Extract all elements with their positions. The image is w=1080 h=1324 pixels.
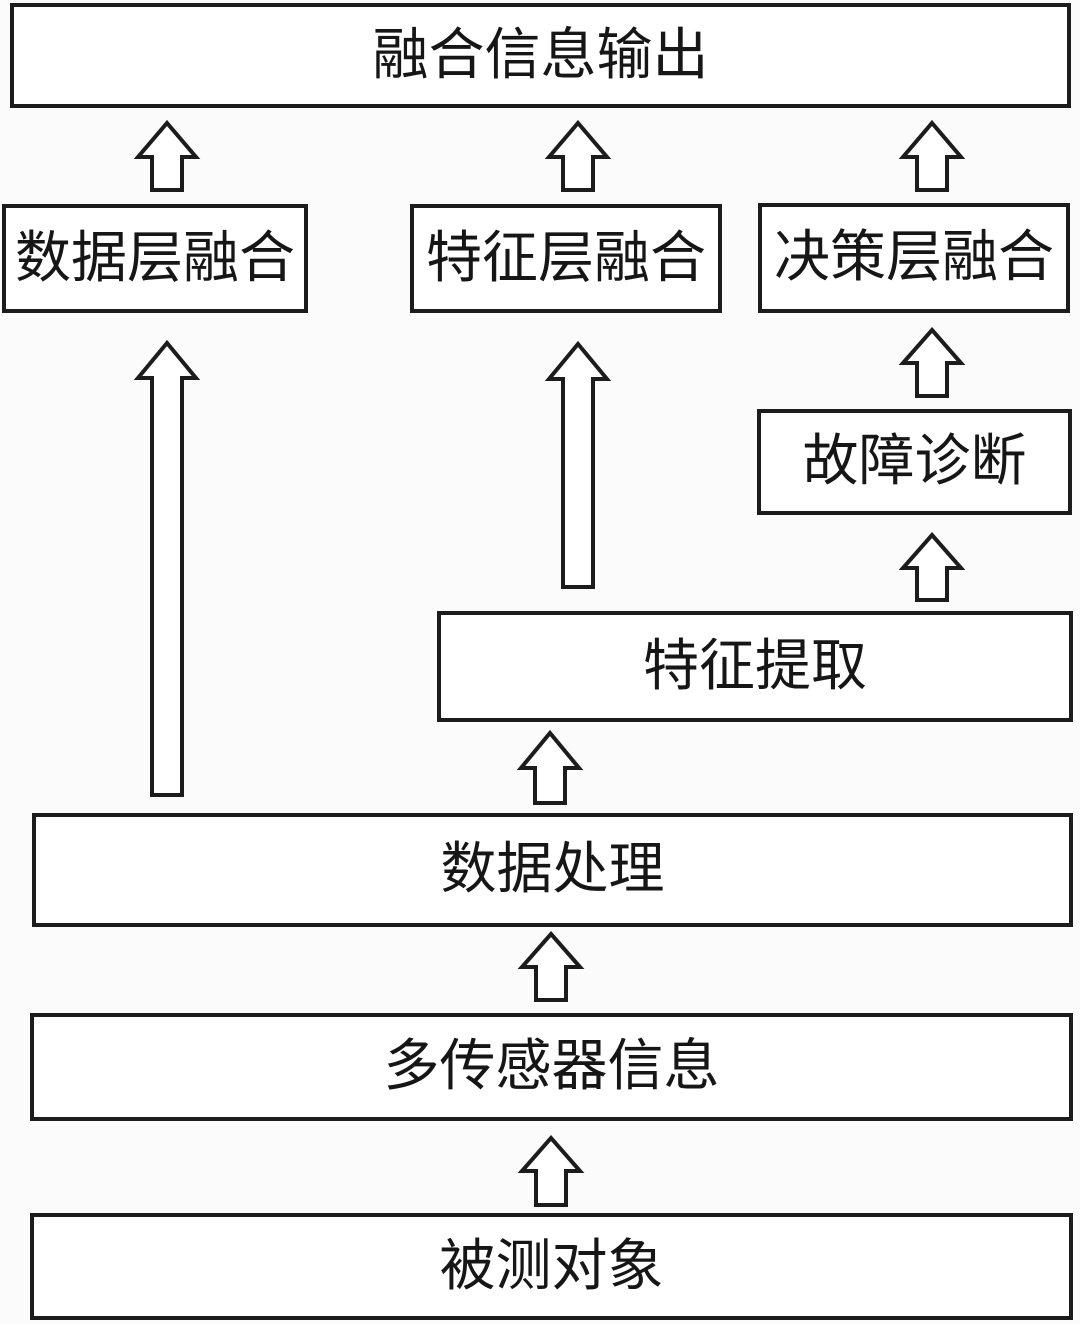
arrow-fault-diagnosis-to-decision-layer-fusion [898, 326, 966, 398]
arrow-data-layer-fusion-to-output [133, 119, 201, 192]
node-decision-layer-fusion: 决策层融合 [758, 203, 1070, 313]
node-data-layer-fusion: 数据层融合 [2, 204, 308, 313]
arrow-data-processing-to-data-layer-fusion [133, 339, 201, 797]
node-label: 决策层融合 [774, 227, 1054, 289]
arrow-feature-extraction-to-feature-layer-fusion [544, 340, 612, 589]
arrow-data-processing-to-feature-extraction [516, 729, 584, 805]
arrow-multi-sensor-info-to-data-processing [517, 930, 585, 1002]
arrow-feature-layer-fusion-to-output [544, 119, 612, 192]
node-label: 被测对象 [439, 1235, 664, 1298]
arrow-measured-object-to-multi-sensor-info [517, 1134, 585, 1207]
node-measured-object: 被测对象 [30, 1213, 1073, 1320]
node-label: 数据层融合 [15, 227, 295, 290]
node-label: 多传感器信息 [383, 1036, 720, 1098]
node-label: 数据处理 [440, 839, 665, 901]
node-feature-extraction: 特征提取 [437, 611, 1073, 722]
node-feature-layer-fusion: 特征层融合 [410, 204, 722, 313]
node-multi-sensor-information: 多传感器信息 [30, 1013, 1073, 1121]
node-fusion-information-output: 融合信息输出 [10, 3, 1071, 108]
node-label: 融合信息输出 [372, 24, 709, 87]
node-label: 故障诊断 [802, 431, 1027, 493]
arrow-decision-layer-fusion-to-output [898, 119, 966, 192]
node-fault-diagnosis: 故障诊断 [757, 409, 1072, 515]
node-data-processing: 数据处理 [32, 813, 1073, 927]
arrow-feature-extraction-to-fault-diagnosis [898, 531, 966, 602]
node-label: 特征层融合 [426, 227, 706, 290]
node-label: 特征提取 [643, 635, 867, 698]
